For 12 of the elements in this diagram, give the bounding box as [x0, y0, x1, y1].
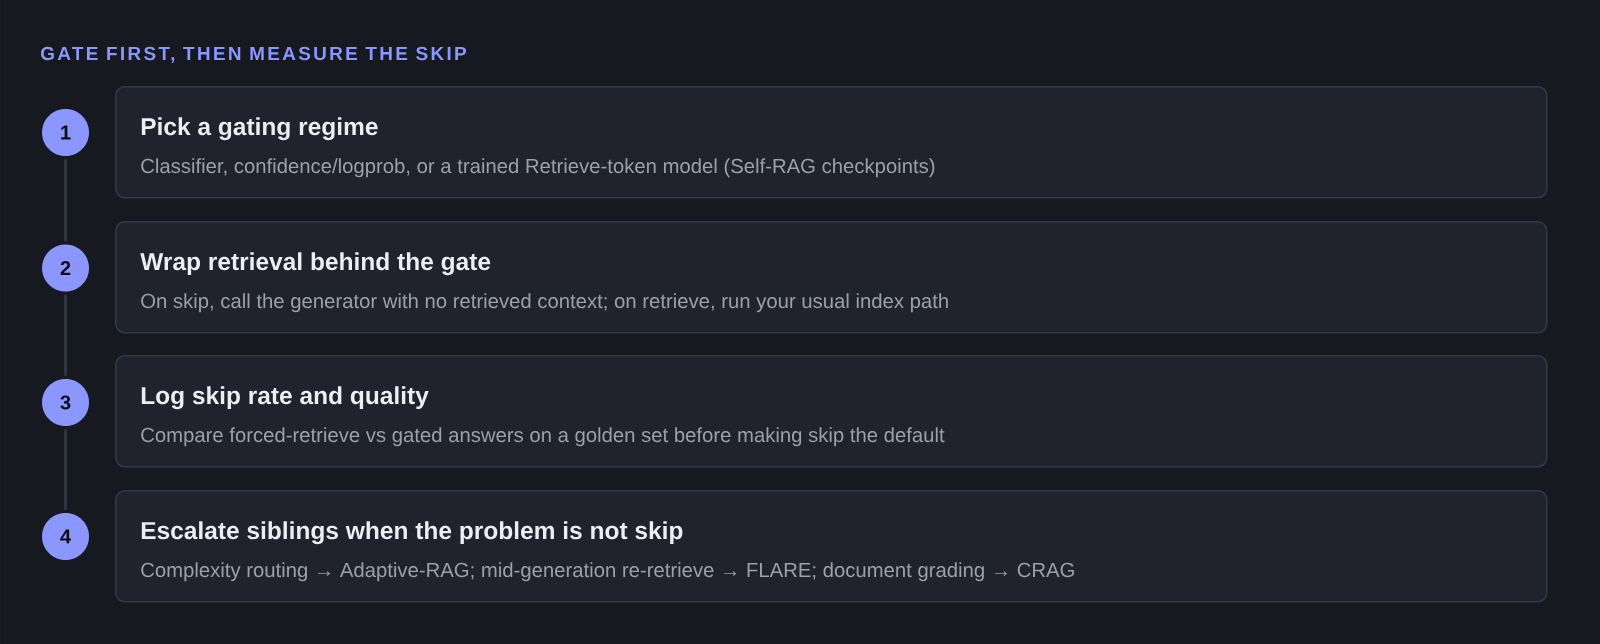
step-title: Wrap retrieval behind the gate	[140, 252, 491, 276]
connector-line	[64, 429, 67, 510]
step-title: Pick a gating regime	[141, 117, 378, 141]
step-description: Complexity routing → Adaptive-RAG; mid-generation re-retrieve → FLARE; document grading → CRAG	[141, 562, 1074, 582]
step-title: Log skip rate and quality	[141, 386, 429, 410]
step-title: Escalate siblings when the problem is not skip	[141, 521, 683, 545]
step-description: Classifier, confidence/logprob, or a trained Retrieve-token model (Self-RAG checkpoints)	[141, 158, 935, 178]
connector-line	[64, 294, 67, 376]
connector-line	[64, 159, 67, 242]
step-description: Compare forced-retrieve vs gated answers on a golden set before making skip the default	[141, 427, 945, 447]
step-description: On skip, call the generator with no retrieved context; on retrieve, run your usual index path	[141, 293, 948, 313]
heading: GATE FIRST, THEN MEASURE THE SKIP	[41, 46, 467, 63]
